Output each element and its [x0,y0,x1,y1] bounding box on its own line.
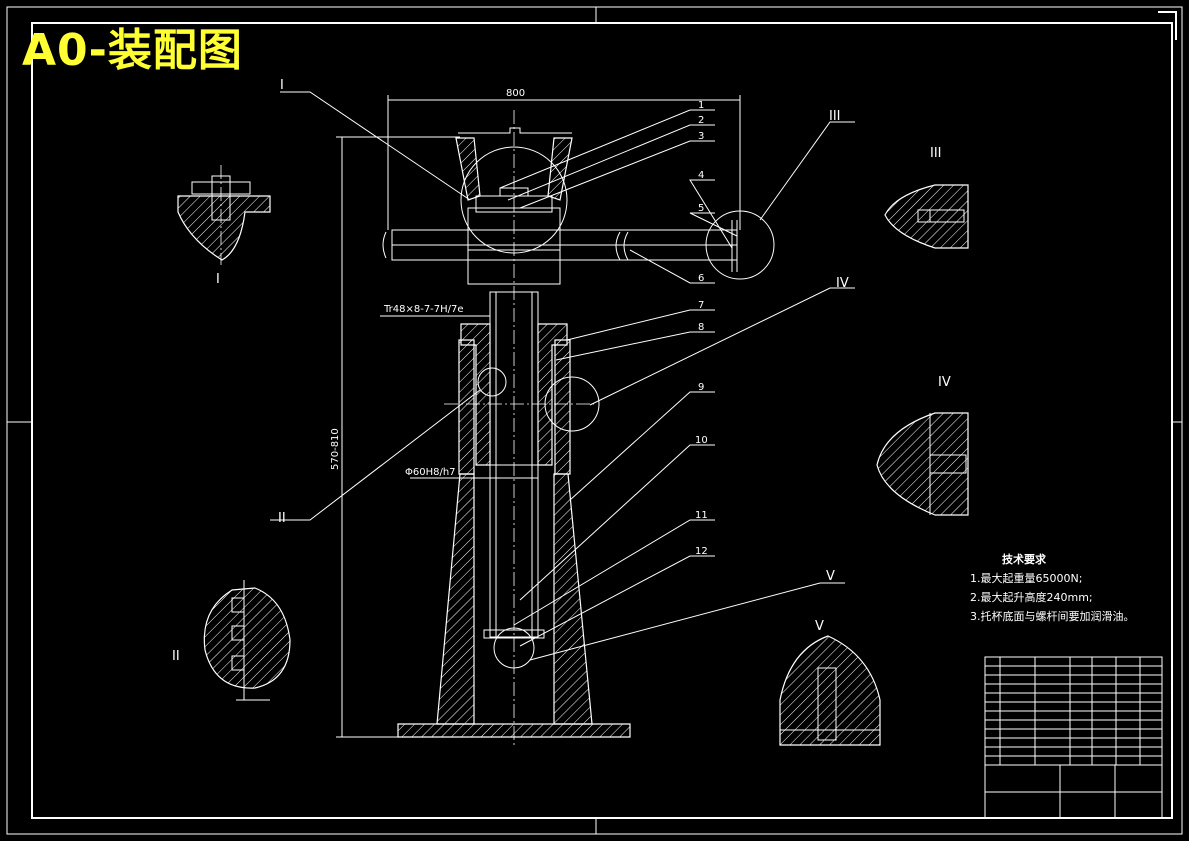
part-leaders [270,91,855,661]
part-label-5: 5 [698,203,704,214]
dimension-height: 570-810 [330,428,341,470]
detail-callout-IV: IV [836,276,849,291]
dimension-labels: 800 570-810 Tr48×8-7-7H/7e Φ60H8/h7 [330,88,525,478]
part-label-1: 1 [698,100,704,111]
detail-view-label-II: II [172,649,180,664]
drawing-title: A0-装配图 [22,25,243,76]
tech-requirement-item: 2.最大起升高度240mm; [970,591,1093,604]
part-label-8: 8 [698,322,704,333]
technical-requirements: 技术要求 1.最大起重量65000N; 2.最大起升高度240mm; 3.托杯底… [970,550,1135,626]
drawing-frame [6,6,1183,835]
detail-callout-II: II [278,511,286,526]
dimension-thread: Tr48×8-7-7H/7e [383,304,464,315]
detail-view-label-V: V [815,619,824,634]
detail-view-II: II [172,580,291,701]
dimension-width: 800 [506,88,525,99]
detail-callout-III: III [829,109,841,124]
part-label-6: 6 [698,273,704,284]
tech-requirements-heading: 技术要求 [1002,553,1046,566]
detail-view-label-IV: IV [938,375,951,390]
title-block [984,656,1163,819]
detail-callout-labels: I II III IV V [278,78,849,584]
detail-view-label-I: I [216,272,220,287]
part-label-4: 4 [698,170,704,181]
detail-view-IV: IV [876,375,969,516]
detail-view-V: V [779,619,881,746]
part-label-12: 12 [695,546,708,557]
detail-view-I: I [177,165,271,287]
detail-view-III: III [884,146,969,249]
part-label-2: 2 [698,115,704,126]
part-number-labels: 1 2 3 4 5 6 7 8 9 10 11 12 [695,100,708,557]
part-label-3: 3 [698,131,704,142]
tech-requirement-item: 3.托杯底面与螺杆间要加润滑油。 [970,610,1135,623]
part-label-9: 9 [698,382,704,393]
dimension-fit: Φ60H8/h7 [405,467,456,478]
screw-jack-main-view [336,95,775,745]
part-label-11: 11 [695,510,708,521]
part-label-7: 7 [698,300,704,311]
detail-callout-V: V [826,569,835,584]
tech-requirement-item: 1.最大起重量65000N; [970,572,1083,585]
detail-callout-I: I [280,78,284,93]
part-label-10: 10 [695,435,708,446]
detail-view-label-III: III [930,146,942,161]
